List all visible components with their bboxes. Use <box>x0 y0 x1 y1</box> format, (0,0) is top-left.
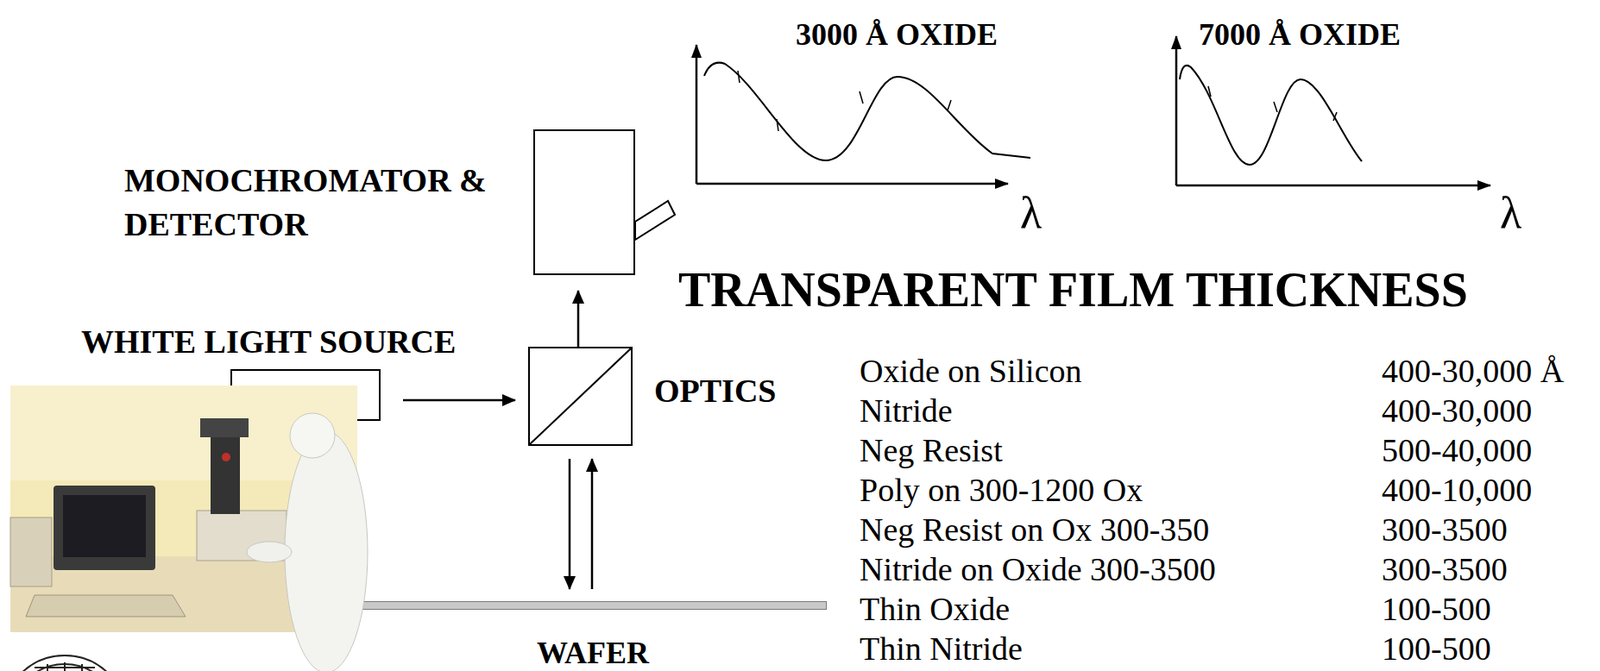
table-range: 400-10,000 <box>1381 471 1532 510</box>
photo-desk <box>10 556 358 633</box>
splitter-diagonal <box>529 348 631 445</box>
node-label: MONOCHROMATOR & DETECTOR <box>124 158 504 247</box>
curve-ticks <box>1208 86 1337 121</box>
table-range: 400-30,000 Å <box>1381 352 1564 391</box>
interference-curve <box>704 62 1031 161</box>
photo-microscope-head <box>200 418 249 438</box>
table-film: Oxide on Silicon <box>859 352 1083 391</box>
photo-hood <box>289 413 335 459</box>
light-path-arrow <box>403 399 516 403</box>
graph-axes <box>1176 36 1491 186</box>
table-range: 400-30,000 <box>1381 391 1532 430</box>
table-film: Thin Nitride <box>859 629 1023 668</box>
photo-lamp <box>221 453 231 462</box>
monochromator-box: MONOCHROMATOR & DETECTOR <box>533 129 636 276</box>
light-path-arrow <box>591 459 594 590</box>
photo-screen <box>62 495 146 558</box>
photo-printer <box>10 517 52 587</box>
table-range: 300-3500 <box>1381 550 1508 589</box>
photo-wall <box>10 385 358 481</box>
photo-ground <box>10 385 358 633</box>
table-range: 300-3500 <box>1381 510 1508 549</box>
light-path-arrow <box>568 459 572 590</box>
node-label: WAFER <box>536 637 649 669</box>
node-label: WHITE LIGHT SOURCE <box>81 325 456 359</box>
table-film: Poly on 300-1200 Ox <box>859 471 1143 510</box>
table-film: Neg Resist on Ox 300-350 <box>859 510 1210 549</box>
light-path-arrow <box>577 290 580 347</box>
light-source-box: WHITE LIGHT SOURCE <box>230 369 381 422</box>
splitter-line <box>529 348 631 445</box>
table-range: 500-40,000 <box>1381 431 1532 470</box>
photo-instrument <box>196 510 287 561</box>
beam-splitter-box: OPTICS <box>528 346 633 447</box>
curve-ticks <box>737 70 952 132</box>
detector-tube <box>635 201 675 240</box>
photo-monitor <box>53 485 156 571</box>
wafer-bar: WAFER <box>357 601 827 611</box>
table-film: Neg Resist <box>859 431 1003 470</box>
table-film: Thin Oxide <box>859 590 1010 629</box>
interference-curve <box>1179 65 1362 165</box>
axis-label: λ <box>1499 188 1522 238</box>
photo-keyboard <box>25 595 186 618</box>
axis-label: λ <box>1020 188 1042 238</box>
photo-microscope <box>210 431 240 515</box>
graph-title: 7000 Å OXIDE <box>1198 17 1401 52</box>
table-film: Nitride on Oxide 300-3500 <box>859 550 1216 589</box>
table-range: 100-500 <box>1381 590 1492 629</box>
node-label: OPTICS <box>654 374 776 408</box>
photo-arm <box>246 541 292 563</box>
logo <box>2 655 127 671</box>
diagram-title: TRANSPARENT FILM THICKNESS <box>678 264 1468 316</box>
graph-title: 3000 Å OXIDE <box>795 17 998 52</box>
table-range: 100-500 <box>1381 629 1492 668</box>
graph-axes <box>696 44 1008 184</box>
table-film: Nitride <box>859 391 953 430</box>
photo-person <box>284 431 368 671</box>
